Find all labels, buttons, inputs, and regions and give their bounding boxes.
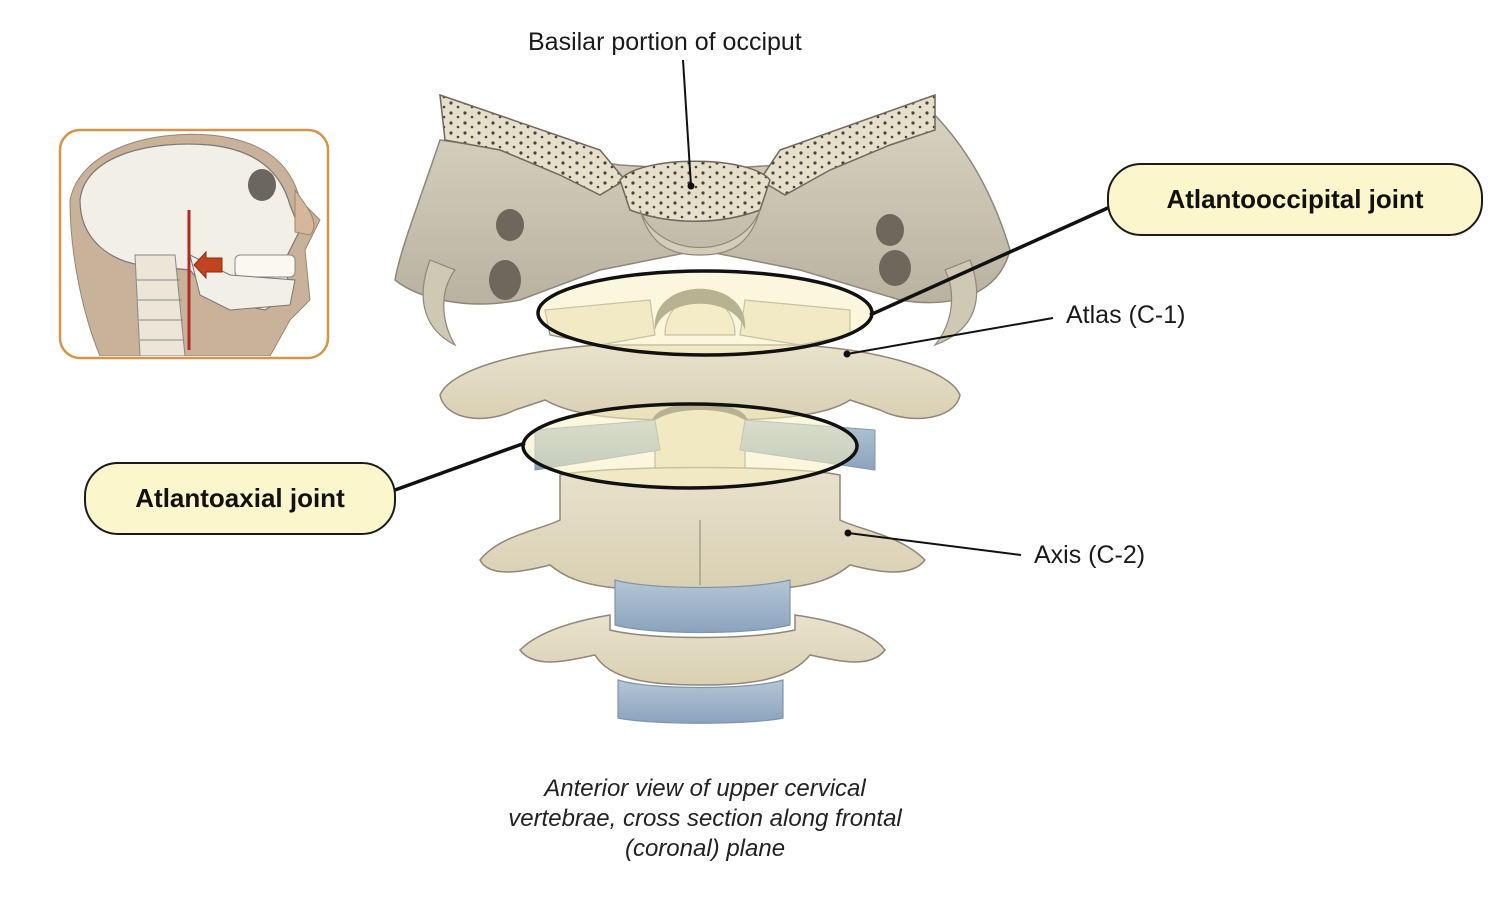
leader-atlantoaxial — [394, 441, 526, 492]
inset-teeth — [234, 254, 296, 278]
foramen-right-upper — [876, 214, 904, 246]
foramen-left-upper — [496, 209, 524, 241]
leader-basilar — [682, 59, 692, 187]
leader-basilar-dot — [687, 182, 695, 190]
label-atlantooccipital-joint: Atlantooccipital joint — [1107, 163, 1483, 236]
leader-atlantooccipital — [869, 205, 1111, 317]
leader-atlas — [846, 317, 1054, 355]
jugular-process-left — [422, 259, 457, 347]
caption-line-2: vertebrae, cross section along frontal — [508, 805, 902, 832]
label-basilar-portion: Basilar portion of occiput — [528, 28, 802, 56]
leader-atlas-dot — [843, 350, 851, 358]
basilar-section — [619, 160, 771, 222]
skull-lateral-view-icon — [69, 133, 321, 356]
occipital-section-right — [758, 93, 936, 196]
occipital-bone — [394, 93, 1011, 347]
foramen-left-lower — [489, 260, 521, 300]
leader-axis — [847, 532, 1022, 556]
foramen-right-lower — [879, 250, 911, 286]
inset-thumbnail — [58, 128, 330, 360]
inset-orbit — [248, 169, 276, 201]
basilar-process — [639, 209, 761, 256]
label-atlas: Atlas (C-1) — [1066, 301, 1186, 329]
atlantooccipital-highlight[interactable] — [536, 269, 874, 357]
leader-axis-dot — [844, 529, 852, 537]
atlantoaxial-highlight[interactable] — [521, 402, 859, 490]
disc-c3-c4 — [617, 679, 784, 724]
figure-caption: Anterior view of upper cervical vertebra… — [455, 774, 955, 864]
jugular-process-right — [933, 259, 978, 347]
inset-nose — [294, 188, 315, 236]
disc-c2-c3 — [614, 579, 791, 634]
label-atlantoaxial-joint: Atlantoaxial joint — [84, 462, 396, 535]
caption-line-1: Anterior view of upper cervical — [544, 775, 866, 802]
occipital-section-left — [439, 93, 627, 196]
caption-line-3: (coronal) plane — [624, 835, 786, 862]
label-axis: Axis (C-2) — [1034, 541, 1146, 569]
c3-vertebra — [519, 614, 886, 686]
section-arrow-icon — [193, 250, 223, 280]
